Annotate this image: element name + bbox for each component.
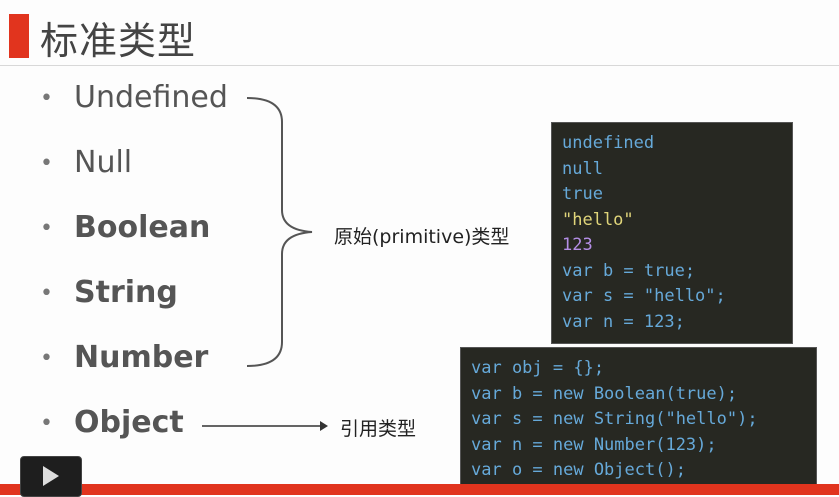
code-line: undefined [562, 133, 655, 153]
footer-accent-bar [0, 484, 839, 495]
bullet-boolean: • Boolean [40, 210, 210, 245]
arrow-right-icon [202, 421, 328, 431]
bullet-text: Null [74, 145, 133, 180]
code-line: var s = new String("hello"); [471, 409, 758, 429]
code-line: var n = new Number(123); [471, 434, 717, 455]
title-accent-bar [9, 14, 29, 58]
bullet-object: • Object [40, 405, 184, 440]
code-line: var n = 123; [562, 311, 685, 332]
code-line: 123 [562, 235, 593, 255]
bullet-dot: • [40, 216, 53, 241]
play-button[interactable] [20, 456, 82, 497]
reference-type-label: 引用类型 [340, 418, 417, 440]
code-line: "hello" [562, 209, 634, 230]
code-line: var b = new Boolean(true); [471, 383, 738, 404]
bullet-text: Undefined [74, 80, 228, 115]
code-line: var b = true; [562, 260, 696, 281]
bullet-undefined: • Undefined [40, 80, 228, 115]
bullet-text: Boolean [74, 210, 211, 245]
code-line: var obj = {}; [471, 358, 605, 378]
bullet-dot: • [40, 411, 53, 436]
bullet-text: String [74, 275, 178, 310]
code-line: true [562, 184, 603, 204]
bullet-dot: • [40, 281, 53, 306]
object-code-block: var obj = {}; var b = new Boolean(true);… [460, 347, 817, 487]
code-line: var s = "hello"; [562, 286, 726, 306]
bullet-null: • Null [40, 145, 132, 180]
brace-icon [246, 97, 313, 367]
code-line: null [562, 158, 603, 179]
primitive-type-label: 原始(primitive)类型 [334, 226, 510, 248]
title-divider [0, 65, 839, 66]
code-line: var o = new Object(); [471, 460, 686, 480]
page-title: 标准类型 [40, 19, 197, 63]
bullet-text: Object [74, 405, 184, 440]
primitive-code-block: undefined null true "hello" 123 var b = … [551, 122, 793, 344]
play-icon [43, 466, 59, 486]
bullet-string: • String [40, 275, 178, 310]
bullet-number: • Number [40, 340, 208, 375]
bullet-text: Number [74, 340, 209, 375]
bullet-dot: • [40, 151, 53, 176]
bullet-dot: • [40, 86, 53, 111]
bullet-dot: • [40, 346, 53, 371]
